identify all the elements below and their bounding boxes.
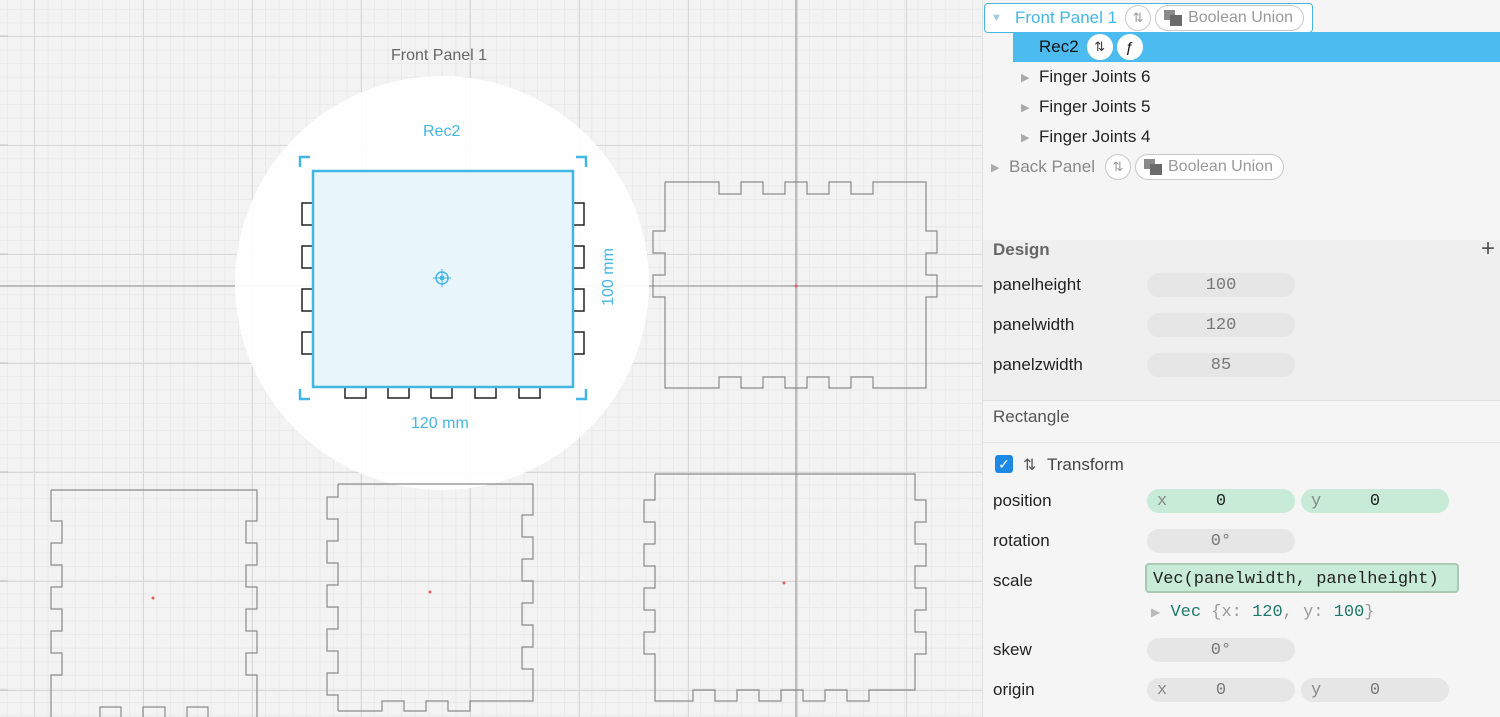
scale-result[interactable]: ▶ Vec {x: 120, y: 100} bbox=[1151, 603, 1375, 622]
tree-item-finger-joints-4[interactable]: ▶ Finger Joints 4 bbox=[1021, 122, 1151, 152]
param-name-panelwidth: panelwidth bbox=[993, 315, 1075, 334]
center-handle-icon[interactable] bbox=[433, 269, 451, 287]
skew-field[interactable]: 0° bbox=[1147, 638, 1295, 662]
result-punct: {x: bbox=[1211, 603, 1242, 622]
transform-icon: ⇅ bbox=[1023, 457, 1037, 474]
add-param-icon[interactable]: + bbox=[1480, 235, 1495, 262]
position-y-field[interactable]: y 0 bbox=[1301, 489, 1449, 513]
tree-item-label: Front Panel 1 bbox=[1015, 8, 1118, 27]
position-label: position bbox=[993, 491, 1052, 510]
rotation-label: rotation bbox=[993, 531, 1050, 550]
result-x: 120 bbox=[1252, 603, 1283, 622]
axis-label: y bbox=[1311, 680, 1322, 700]
canvas[interactable]: Front Panel 1 Rec2 120 mm 100 mm bbox=[0, 0, 982, 717]
result-punct: , y: bbox=[1282, 603, 1324, 622]
result-punct: } bbox=[1364, 603, 1375, 622]
tree-item-label: Finger Joints 5 bbox=[1039, 97, 1151, 116]
param-name-panelzwidth: panelzwidth bbox=[993, 355, 1083, 374]
tree-item-label: Finger Joints 6 bbox=[1039, 67, 1151, 86]
origin-x-value: 0 bbox=[1215, 680, 1227, 700]
expand-triangle-icon[interactable]: ▶ bbox=[1021, 71, 1030, 84]
badge-label: Boolean Union bbox=[1168, 158, 1273, 175]
panel-outline-bottom-left bbox=[51, 489, 258, 717]
transform-checkbox[interactable]: ✓ bbox=[995, 455, 1013, 473]
result-y: 100 bbox=[1333, 603, 1365, 622]
result-type: Vec bbox=[1170, 603, 1202, 622]
selection-brackets[interactable] bbox=[298, 155, 588, 401]
origin-y-field[interactable]: y 0 bbox=[1301, 678, 1449, 702]
expand-triangle-icon[interactable]: ▶ bbox=[1021, 131, 1030, 144]
width-dimension: 120 mm bbox=[411, 415, 469, 432]
transform-icon[interactable]: ⇅ bbox=[1086, 34, 1113, 60]
rotation-field[interactable]: 0° bbox=[1147, 529, 1295, 553]
tree-item-finger-joints-6[interactable]: ▶ Finger Joints 6 bbox=[1021, 62, 1151, 92]
param-value-panelheight[interactable]: 100 bbox=[1147, 273, 1295, 297]
scale-expression-input[interactable]: Vec(panelwidth, panelheight) bbox=[1145, 563, 1459, 593]
path-icon[interactable]: ƒ bbox=[1116, 34, 1143, 60]
transform-heading: Transform bbox=[1047, 455, 1124, 474]
boolean-union-icon bbox=[1164, 10, 1183, 26]
panel-outline-right bbox=[652, 181, 938, 389]
param-name-panelheight: panelheight bbox=[993, 275, 1081, 294]
expand-triangle-icon[interactable]: ▶ bbox=[991, 161, 1000, 174]
height-dimension: 100 mm bbox=[599, 248, 617, 306]
collapse-triangle-icon[interactable]: ▼ bbox=[991, 12, 1002, 24]
tree-item-label: Finger Joints 4 bbox=[1039, 127, 1151, 146]
rectangle-heading: Rectangle bbox=[993, 407, 1070, 426]
origin-x-field[interactable]: x 0 bbox=[1147, 678, 1295, 702]
axis-label: x bbox=[1157, 680, 1168, 700]
transform-icon[interactable]: ⇅ bbox=[1105, 154, 1131, 180]
tree-item-label: Back Panel bbox=[1009, 157, 1095, 176]
panel-outline-bottom-right bbox=[643, 473, 927, 702]
origin-y-value: 0 bbox=[1369, 680, 1381, 700]
expand-triangle-icon[interactable]: ▶ bbox=[1151, 606, 1161, 620]
param-value-panelzwidth[interactable]: 85 bbox=[1147, 353, 1295, 377]
design-heading: Design bbox=[993, 240, 1050, 259]
position-x-field[interactable]: x 0 bbox=[1147, 489, 1295, 513]
selected-shape-label: Rec2 bbox=[423, 123, 461, 140]
position-y-value: 0 bbox=[1369, 491, 1381, 511]
boolean-union-icon bbox=[1144, 159, 1162, 175]
tree-item-label: Rec2 bbox=[1039, 37, 1079, 56]
inspector-panel: ▼ Front Panel 1 ⇅ Boolean Union Rec2 ⇅ ƒ… bbox=[982, 0, 1500, 717]
scale-label: scale bbox=[993, 571, 1033, 590]
axis-label: x bbox=[1157, 491, 1168, 511]
axis-label: y bbox=[1311, 491, 1322, 511]
boolean-union-badge[interactable]: Boolean Union bbox=[1155, 5, 1305, 31]
tree-item-back-panel[interactable]: ▶ Back Panel ⇅ Boolean Union bbox=[991, 152, 1284, 182]
panel-outline-bottom-middle bbox=[338, 483, 534, 712]
tree-item-finger-joints-5[interactable]: ▶ Finger Joints 5 bbox=[1021, 92, 1151, 122]
position-x-value: 0 bbox=[1215, 491, 1227, 511]
tree-item-front-panel[interactable]: ▼ Front Panel 1 ⇅ Boolean Union bbox=[984, 3, 1313, 33]
origin-label: origin bbox=[993, 680, 1035, 699]
param-value-panelwidth[interactable]: 120 bbox=[1147, 313, 1295, 337]
skew-label: skew bbox=[993, 640, 1032, 659]
badge-label: Boolean Union bbox=[1188, 9, 1294, 26]
group-label: Front Panel 1 bbox=[391, 47, 488, 64]
canvas-drawing bbox=[0, 0, 982, 717]
expand-triangle-icon[interactable]: ▶ bbox=[1021, 101, 1030, 114]
boolean-union-badge[interactable]: Boolean Union bbox=[1135, 154, 1284, 180]
transform-icon[interactable]: ⇅ bbox=[1125, 5, 1152, 31]
tree-item-rec2[interactable]: Rec2 ⇅ ƒ bbox=[1013, 32, 1500, 62]
